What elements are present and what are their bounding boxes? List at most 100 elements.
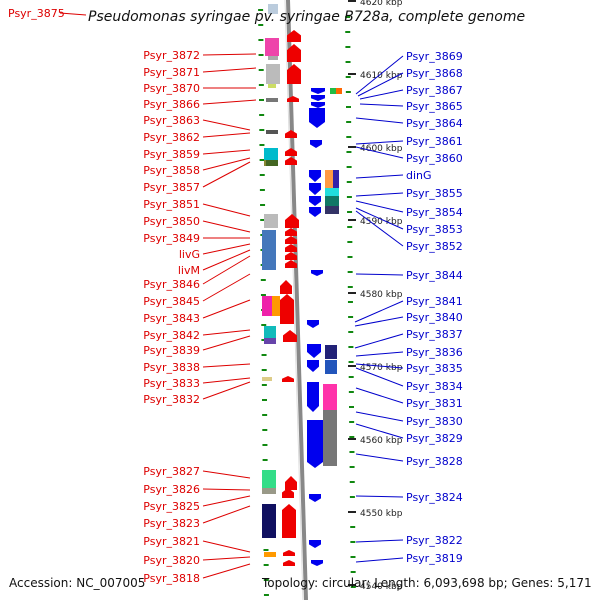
accession-text: Accession: NC_007005 [9, 576, 146, 590]
leader-line-right [355, 210, 404, 247]
leader-line-right [355, 557, 404, 563]
gene-label-right: Psyr_3864 [406, 117, 463, 130]
gene-block [264, 214, 278, 228]
leader-line-right [355, 174, 404, 179]
gene-block [264, 552, 276, 557]
scale-label: 4560 kbp [360, 436, 403, 446]
gene-label-left: Psyr_3850 [143, 215, 200, 228]
leader-line-right [355, 453, 404, 462]
gene-block [262, 296, 272, 316]
gene-label-right: Psyr_3824 [406, 491, 463, 504]
leader-line-right [355, 200, 404, 213]
gene-label-left: Psyr_3820 [143, 554, 200, 567]
gene-label-left: Psyr_3842 [143, 329, 200, 342]
gene-label-right: Psyr_3867 [406, 84, 463, 97]
leader-line-right [355, 423, 404, 439]
gene-block [323, 384, 337, 410]
gene-label-left: livM [178, 264, 200, 277]
gene-block [262, 488, 276, 494]
gene-label-left: Psyr_3857 [143, 181, 200, 194]
gene-label-right: Psyr_3854 [406, 206, 463, 219]
gene-block [325, 206, 339, 214]
gene-label-left: Psyr_3858 [143, 164, 200, 177]
reverse-gene [311, 102, 325, 108]
leader-line-right [355, 367, 404, 387]
gene-block [262, 230, 276, 270]
leader-line-left [202, 470, 251, 479]
leader-line-right [355, 55, 404, 95]
genome-title: Pseudomonas syringae pv. syringae B728a,… [88, 9, 526, 25]
gene-label-right: Psyr_3831 [406, 397, 463, 410]
gene-label-right: Psyr_3836 [406, 346, 463, 359]
gene-block [264, 338, 276, 344]
gene-label-left: Psyr_3872 [143, 49, 200, 62]
forward-gene [282, 488, 294, 498]
leader-line-right [355, 273, 404, 276]
reverse-gene [309, 170, 321, 182]
gene-label-left: Psyr_3871 [143, 66, 200, 79]
gene-label-right: Psyr_3865 [406, 100, 463, 113]
leader-line-left [202, 488, 251, 491]
forward-gene [283, 550, 295, 556]
leader-line-right [359, 89, 404, 100]
reverse-gene [310, 140, 322, 148]
gene-label-right: Psyr_3861 [406, 135, 463, 148]
gene-label-right: Psyr_3834 [406, 380, 463, 393]
gene-label-left: Psyr_3862 [143, 131, 200, 144]
leader-line-left [202, 335, 251, 351]
reverse-gene [311, 88, 325, 94]
scale-label: 4610 kbp [360, 71, 403, 81]
gene-label-left: Psyr_3849 [143, 232, 200, 245]
leader-line-left [202, 381, 251, 400]
gene-label-left: Psyr_3870 [143, 82, 200, 95]
gene-block [333, 170, 339, 194]
leader-line-left [202, 99, 257, 105]
leader-line-left [202, 556, 251, 561]
forward-gene [282, 376, 294, 382]
leader-line-left [202, 157, 251, 171]
reverse-gene [309, 494, 321, 502]
leader-line-left [202, 273, 251, 302]
leader-line-left [202, 53, 257, 56]
leader-line-right [359, 103, 404, 107]
gene-block [268, 56, 278, 60]
gene-label-left: Psyr_3832 [143, 393, 200, 406]
gene-label-right: Psyr_3828 [406, 455, 463, 468]
reverse-gene [309, 196, 321, 206]
forward-gene [287, 96, 299, 102]
reverse-gene [307, 320, 319, 328]
reverse-gene [307, 360, 319, 372]
leader-line-left [202, 377, 251, 384]
leader-line-left [202, 495, 251, 507]
leader-line-right [355, 495, 404, 498]
scale-label: 4550 kbp [360, 509, 403, 519]
gene-block [264, 148, 278, 160]
gene-label-left: Psyr_3843 [143, 312, 200, 325]
topology-text: Topology: circular; Length: 6,093,698 bp… [262, 576, 592, 590]
gene-label-left: Psyr_3827 [143, 465, 200, 478]
leader-line-left [202, 299, 251, 319]
gene-label-left: Psyr_3833 [143, 377, 200, 390]
gene-label-left: Psyr_3825 [143, 500, 200, 513]
gene-label-left: Psyr_3838 [143, 361, 200, 374]
leader-line-left [202, 203, 251, 217]
gene-label-left: Psyr_3821 [143, 535, 200, 548]
leader-line-right [357, 72, 404, 97]
reverse-gene [307, 420, 323, 468]
leader-line-left [202, 505, 251, 524]
gene-block [325, 345, 337, 359]
scale-label: 4600 kbp [360, 144, 403, 154]
forward-gene [285, 214, 299, 228]
scale-label: 4580 kbp [360, 290, 403, 300]
gene-label-right: Psyr_3822 [406, 534, 463, 547]
reverse-gene [311, 270, 323, 276]
leader-line-left [202, 132, 251, 138]
forward-gene [285, 236, 297, 244]
forward-gene [287, 30, 301, 42]
title-locus-leader [59, 12, 87, 16]
gene-label-right: Psyr_3829 [406, 432, 463, 445]
gene-label-right: Psyr_3855 [406, 187, 463, 200]
leader-line-left [202, 149, 251, 155]
forward-gene [285, 476, 297, 490]
